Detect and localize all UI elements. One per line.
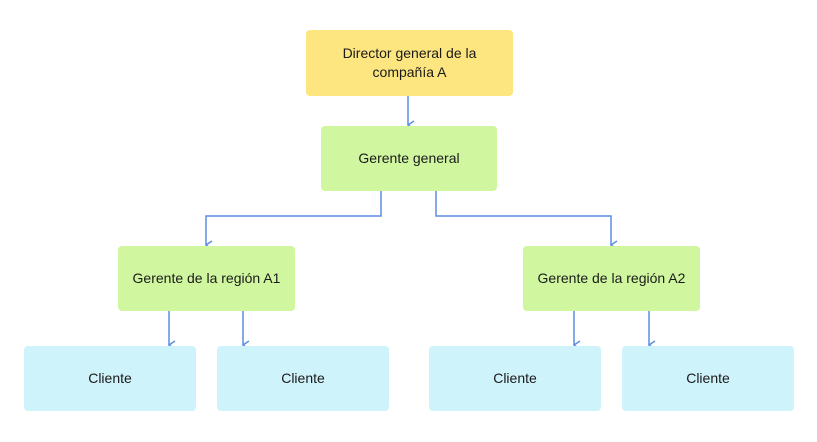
- arrow-general-to-region-a2: [435, 191, 611, 245]
- director-label: Director general de la compañía A: [342, 45, 477, 80]
- region-a2-manager-node: Gerente de la región A2: [523, 246, 700, 311]
- client-label: Cliente: [281, 370, 325, 386]
- general-manager-node: Gerente general: [321, 126, 497, 191]
- region-a1-manager-label: Gerente de la región A1: [132, 270, 281, 286]
- client-label: Cliente: [493, 370, 537, 386]
- client-node: Cliente: [429, 346, 601, 411]
- region-a2-manager-label: Gerente de la región A2: [537, 270, 686, 286]
- client-node: Cliente: [24, 346, 196, 411]
- client-label: Cliente: [88, 370, 132, 386]
- client-node: Cliente: [622, 346, 794, 411]
- region-a1-manager-node: Gerente de la región A1: [118, 246, 295, 311]
- director-node: Director general de la compañía A: [306, 30, 513, 96]
- client-node: Cliente: [217, 346, 389, 411]
- general-manager-label: Gerente general: [358, 150, 460, 166]
- client-label: Cliente: [686, 370, 730, 386]
- arrow-general-to-region-a1: [206, 191, 382, 245]
